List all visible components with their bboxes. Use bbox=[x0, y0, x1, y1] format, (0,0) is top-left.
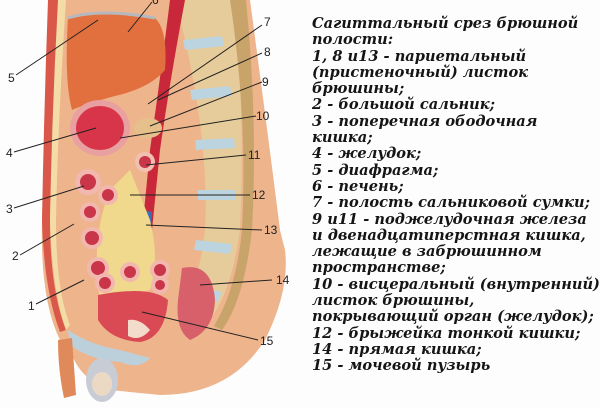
legend-item: 3 - поперечная ободочная кишка; bbox=[312, 112, 538, 147]
label-11: 11 bbox=[248, 148, 261, 162]
leader-lines bbox=[13, 1, 273, 341]
rectum bbox=[177, 267, 215, 340]
label-14: 14 bbox=[276, 273, 290, 287]
legend-item: 15 - мочевой пузырь bbox=[312, 357, 491, 375]
legend-item: 5 - диафрагма; bbox=[312, 161, 439, 179]
legend-item: 6 - печень; bbox=[312, 177, 404, 195]
label-9: 9 bbox=[262, 75, 269, 89]
legend-item: 14 - прямая кишка; bbox=[312, 340, 482, 358]
liver bbox=[66, 13, 166, 110]
legend-item: 10 - висцеральный (внутренний) листок бр… bbox=[312, 275, 600, 326]
label-12: 12 bbox=[252, 188, 266, 202]
legend-item: 9 и11 - поджелудочная железа и двенадцат… bbox=[312, 210, 587, 277]
intestine-loops bbox=[75, 169, 170, 294]
aorta bbox=[142, 0, 185, 232]
pubic-region bbox=[68, 330, 150, 366]
label-3: 3 bbox=[6, 202, 13, 216]
label-13: 13 bbox=[264, 223, 278, 237]
legend-item: 1, 8 и13 - париетальный (пристеночный) л… bbox=[312, 47, 529, 98]
penis bbox=[58, 338, 76, 398]
spine bbox=[175, 0, 242, 320]
label-5: 5 bbox=[8, 71, 15, 85]
legend-item: 2 - большой сальник; bbox=[312, 96, 495, 114]
abdominal-wall bbox=[42, 0, 66, 332]
legend-title: Сагиттальный срез брюшной полости: bbox=[312, 15, 579, 49]
pancreas bbox=[134, 118, 162, 138]
label-15: 15 bbox=[260, 334, 274, 348]
label-6: 6 bbox=[152, 0, 159, 7]
legend-item: 7 - полость сальниковой сумки; bbox=[312, 194, 591, 212]
legend-item: 12 - брыжейка тонкой кишки; bbox=[312, 324, 581, 342]
legend: Сагиттальный срез брюшной полости: 1, 8 … bbox=[312, 15, 600, 375]
label-4: 4 bbox=[6, 146, 13, 160]
spinal-canal bbox=[214, 0, 254, 330]
sagittal-section-illustration bbox=[13, 0, 286, 402]
label-8: 8 bbox=[264, 45, 271, 59]
bladder bbox=[98, 291, 168, 342]
label-10: 10 bbox=[256, 109, 270, 123]
label-1: 1 bbox=[28, 299, 35, 313]
label-2: 2 bbox=[12, 249, 19, 263]
legend-item: 4 - желудок; bbox=[312, 145, 422, 163]
label-7: 7 bbox=[264, 15, 271, 29]
